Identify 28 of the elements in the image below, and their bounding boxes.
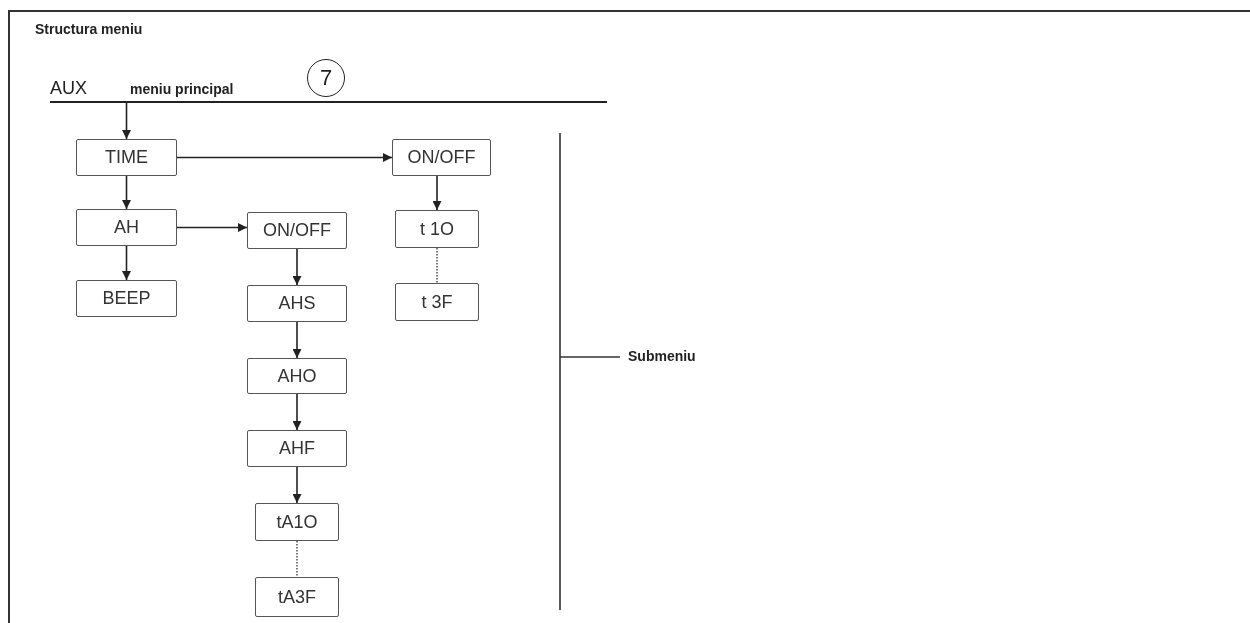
arrow [122,245,131,281]
menu-item-box: ON/OFF [392,139,491,176]
menu-item-box: AH [76,209,177,246]
menu-item-box: t 3F [395,283,479,321]
menu-item-box: AHO [247,358,347,394]
arrow [122,102,131,140]
menu-item-box: ON/OFF [247,212,347,249]
menu-item-box: t 1O [395,210,479,248]
arrow [292,466,302,504]
menu-item-box: tA3F [255,577,339,617]
dotted-connector [296,540,298,578]
diagram-title: Structura meniu [35,21,143,37]
arrow [292,248,302,286]
arrow [292,321,302,359]
menu-item-box: AHS [247,285,347,322]
arrow [292,393,302,431]
menu-code: AUX [50,78,87,99]
menu-item-box: tA1O [255,503,339,541]
menu-item-box: TIME [76,139,177,176]
arrow [432,175,442,211]
menu-item-box: BEEP [76,280,177,317]
arrow [176,153,393,162]
menu-item-box: AHF [247,430,347,467]
menu-heading: meniu principal [130,81,234,97]
bracket-label: Submeniu [628,348,696,364]
arrow [176,223,248,232]
arrow [122,175,131,210]
dotted-connector [436,247,438,284]
